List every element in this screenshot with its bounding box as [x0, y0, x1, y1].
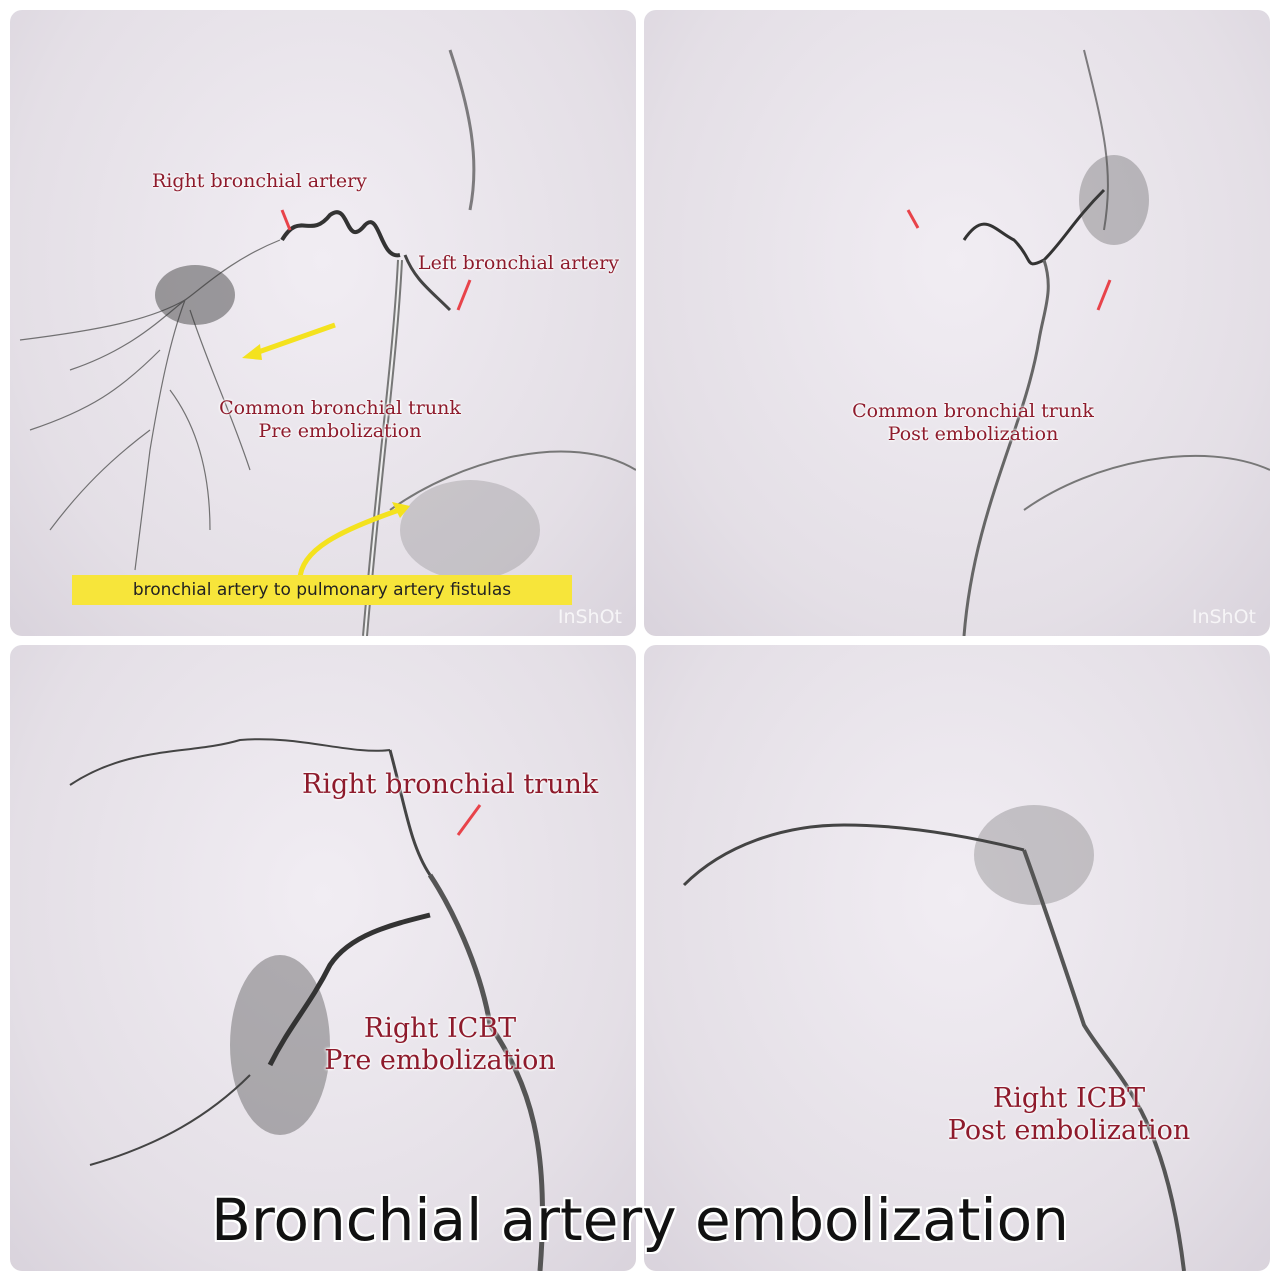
- collage-title: Bronchial artery embolization: [211, 1186, 1069, 1254]
- label-left-bronchial-artery: Left bronchial artery: [418, 252, 619, 274]
- caption-line1: Right ICBT: [992, 1083, 1146, 1114]
- vessel-image: [69, 738, 546, 1271]
- caption: Common bronchial trunk Post embolization: [834, 400, 1112, 446]
- angiogram-pre-right-icbt: Right bronchial trunk Right ICBT Pre emb…: [10, 645, 636, 1271]
- caption-line2: Pre embolization: [324, 1045, 556, 1077]
- highlight-label-fistulas: bronchial artery to pulmonary artery fis…: [72, 575, 572, 605]
- red-arrow-icon: [456, 804, 482, 836]
- vessel-image: [906, 49, 1270, 636]
- caption-line1: Common bronchial trunk: [219, 397, 461, 419]
- red-arrow-icon: [280, 209, 292, 231]
- label-right-bronchial-artery: Right bronchial artery: [152, 170, 367, 192]
- caption: Right ICBT Post embolization: [944, 1083, 1194, 1148]
- yellow-arrow-icon: [249, 322, 336, 358]
- caption-line2: Pre embolization: [258, 419, 422, 442]
- label-right-bronchial-trunk: Right bronchial trunk: [302, 769, 599, 800]
- red-arrow-icon: [1096, 279, 1112, 311]
- vessel-image: [682, 805, 1186, 1271]
- caption-line1: Right ICBT: [363, 1013, 517, 1044]
- vessel-image: [19, 49, 636, 636]
- watermark: InShOt: [1191, 606, 1256, 628]
- watermark: InShOt: [557, 606, 622, 628]
- angiogram-post-right-icbt: Right ICBT Post embolization: [644, 645, 1270, 1271]
- caption: Right ICBT Pre embolization: [320, 1013, 560, 1078]
- red-arrow-icon: [906, 209, 920, 229]
- caption-line2: Post embolization: [887, 422, 1059, 445]
- caption: Common bronchial trunk Pre embolization: [206, 397, 474, 443]
- caption-line1: Common bronchial trunk: [852, 400, 1094, 422]
- angiogram-post-common-trunk: Common bronchial trunk Post embolization…: [644, 10, 1270, 636]
- angiogram-pre-common-trunk: Right bronchial artery Left bronchial ar…: [10, 10, 636, 636]
- caption-line2: Post embolization: [947, 1115, 1191, 1147]
